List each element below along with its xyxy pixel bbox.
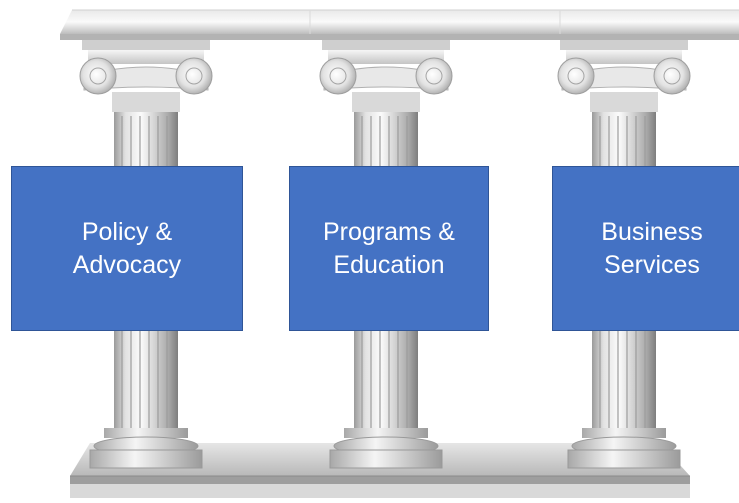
pillar-label-business-services: Business Services xyxy=(601,217,703,279)
entablature xyxy=(60,9,739,40)
pillar-box-policy-advocacy: Policy & Advocacy xyxy=(11,166,243,331)
pillar-box-business-services: Business Services xyxy=(552,166,739,331)
pillar-box-programs-education: Programs & Education xyxy=(289,166,489,331)
pillar-label-policy-advocacy: Policy & Advocacy xyxy=(72,217,182,279)
pillar-label-programs-education: Programs & Education xyxy=(323,217,455,279)
